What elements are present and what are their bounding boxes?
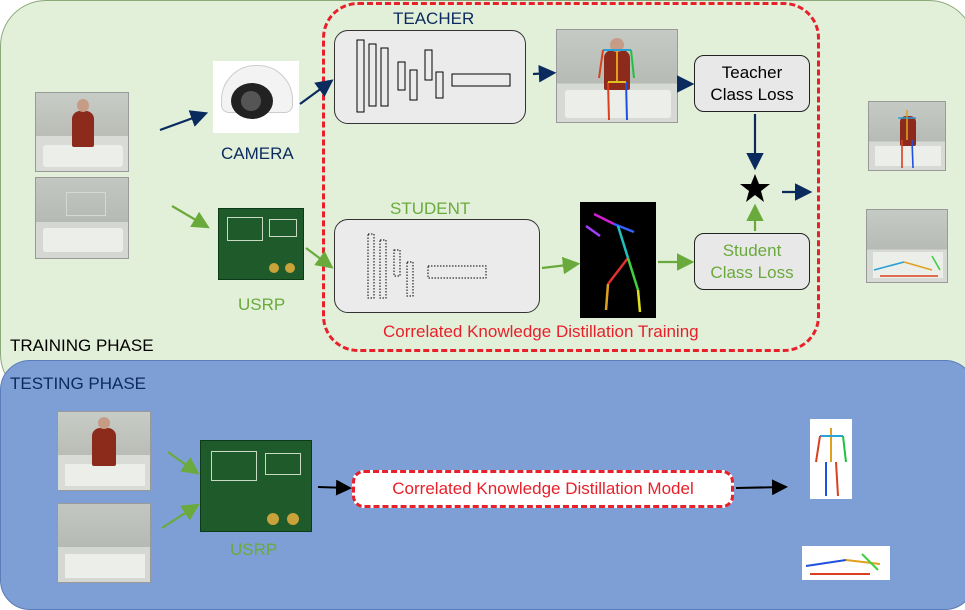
testing-phase-label: TESTING PHASE [10,374,147,393]
camera-icon [213,61,299,133]
usrp-label-training: USRP [238,295,286,314]
output-skeleton-lying [873,255,941,277]
test-input-photo-empty [57,503,151,583]
usrp-label-testing: USRP [230,540,278,559]
teacher-network-box [334,30,526,124]
usrp-board-icon-testing [200,440,312,532]
teacher-skeleton-overlay [598,49,635,121]
student-loss-line2: Class Loss [710,263,794,282]
student-layers [367,233,487,299]
testing-path-arrows [317,479,788,496]
kd-model-label: Correlated Knowledge Distillation Model [392,479,694,498]
student-class-loss-box: Student Class Loss [694,233,810,290]
teacher-loss-line2: Class Loss [710,85,794,104]
test-input-photo-person [57,411,151,491]
input-photo-empty [35,177,129,259]
kd-training-frame [322,2,820,352]
student-skeleton [585,212,642,313]
test-skeleton-standing-lines [815,428,847,497]
usrp-board-icon [218,208,304,280]
teacher-class-loss-box: Teacher Class Loss [694,55,810,112]
training-output-photo-empty [866,209,948,283]
input-photo-person [35,92,129,172]
star-icon [740,174,770,202]
teacher-layers [356,39,511,113]
teacher-loss-line1: Teacher [721,63,783,82]
training-phase-label: TRAINING PHASE [10,336,154,355]
student-skeleton-output [580,202,656,318]
camera-label: CAMERA [221,144,294,163]
kd-training-label: Correlated Knowledge Distillation Traini… [383,322,699,341]
diagram-overlay [159,39,941,575]
student-path-arrows [161,203,764,529]
student-loss-line1: Student [722,241,782,260]
kd-model-box: Correlated Knowledge Distillation Model [352,470,734,508]
teacher-label: TEACHER [393,9,475,28]
test-skeleton-lying-lines [805,553,881,575]
output-skeleton-person [898,110,916,169]
student-label: STUDENT [390,199,471,218]
teacher-path-arrows [159,64,813,201]
